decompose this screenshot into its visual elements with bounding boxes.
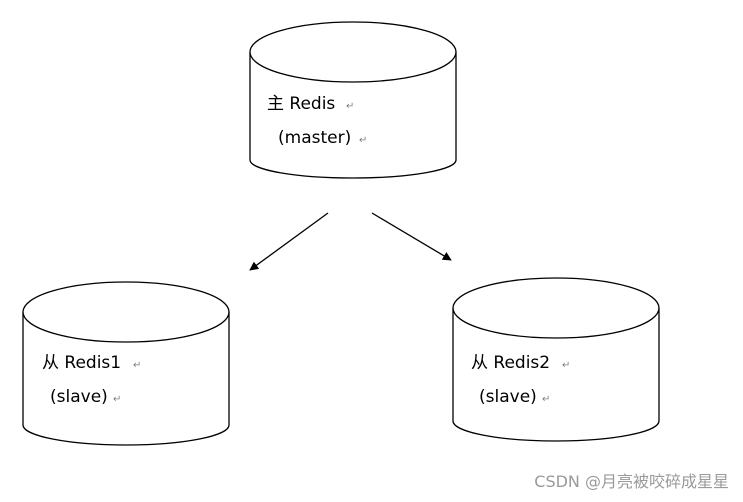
arrow-to-slave1	[249, 212, 329, 271]
slave2-redis-cylinder: 从 Redis2 ↵ (slave) ↵	[452, 277, 660, 442]
master-redis-label: 主 Redis	[267, 94, 335, 114]
paragraph-mark: ↵	[133, 360, 141, 371]
slave1-role-label: (slave)	[50, 387, 108, 407]
slave1-redis-cylinder: 从 Redis1 ↵ (slave) ↵	[22, 281, 230, 446]
slave2-redis-label: 从 Redis2	[471, 353, 550, 373]
master-role-label: (master)	[278, 128, 351, 148]
paragraph-mark: ↵	[542, 394, 550, 405]
paragraph-mark: ↵	[113, 394, 121, 405]
paragraph-mark: ↵	[562, 360, 570, 371]
master-redis-cylinder: 主 Redis ↵ (master) ↵	[249, 21, 457, 179]
paragraph-mark: ↵	[346, 101, 354, 112]
arrow-to-slave2	[371, 212, 452, 261]
paragraph-mark: ↵	[359, 135, 367, 146]
slave2-role-label: (slave)	[479, 387, 537, 407]
csdn-watermark: CSDN @月亮被咬碎成星星	[534, 472, 729, 491]
slave1-redis-label: 从 Redis1	[42, 353, 121, 373]
